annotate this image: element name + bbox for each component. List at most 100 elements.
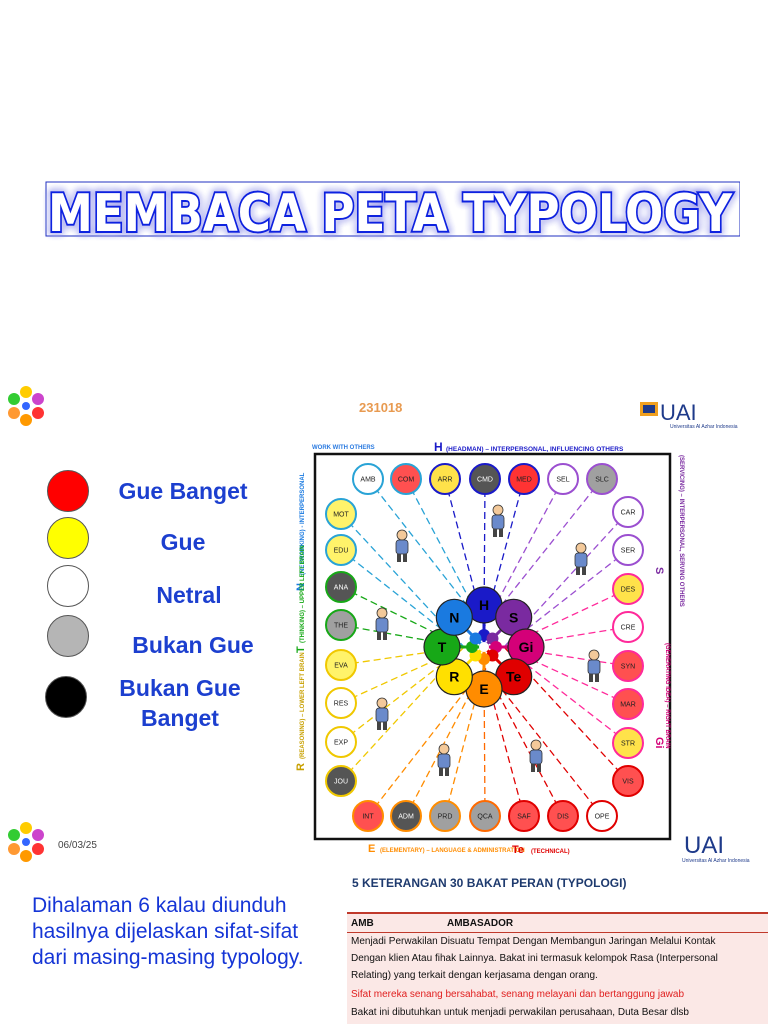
svg-text:RES: RES bbox=[334, 701, 349, 708]
svg-text:OPE: OPE bbox=[595, 814, 610, 821]
s-axis-desc: (SERVICING) – INTERPERSONAL, SERVING OTH… bbox=[678, 455, 684, 607]
svg-text:UAI: UAI bbox=[660, 400, 697, 425]
svg-text:Gi: Gi bbox=[519, 639, 534, 655]
person-illustration bbox=[437, 743, 451, 776]
legend-swatch-bukan-gue bbox=[47, 615, 89, 657]
svg-text:H: H bbox=[479, 597, 489, 613]
map-node-jou: JOU bbox=[325, 765, 357, 797]
center-node-e: E bbox=[465, 670, 503, 708]
person-illustration bbox=[587, 649, 601, 682]
svg-text:CAR: CAR bbox=[621, 510, 636, 517]
map-node-res: RES bbox=[325, 687, 357, 719]
te-axis-desc: (TECHNICAL) bbox=[531, 849, 570, 855]
person-illustration bbox=[491, 504, 505, 537]
svg-text:CRE: CRE bbox=[621, 625, 636, 632]
t-axis-letter: T bbox=[295, 646, 307, 653]
map-node-mar: MAR bbox=[612, 688, 644, 720]
gi-axis-letter: Gi bbox=[653, 737, 665, 749]
center-node-te: Te bbox=[495, 658, 533, 696]
svg-text:T: T bbox=[438, 639, 447, 655]
map-node-cmd: CMD bbox=[469, 463, 501, 495]
t-axis-desc: (THINKING) – UPPER LEFT BRAIN bbox=[300, 545, 306, 643]
map-node-the: THE bbox=[325, 609, 357, 641]
map-node-com: COM bbox=[390, 463, 422, 495]
center-node-gi: Gi bbox=[507, 628, 545, 666]
svg-text:EVA: EVA bbox=[334, 663, 348, 670]
map-node-int: INT bbox=[352, 800, 384, 832]
svg-text:SLC: SLC bbox=[595, 477, 609, 484]
svg-text:CMD: CMD bbox=[477, 477, 493, 484]
s-axis-letter: S bbox=[653, 567, 665, 574]
legend-label-bukan-gue-banget: Bukan Gue Banget bbox=[119, 675, 241, 731]
map-node-arr: ARR bbox=[429, 463, 461, 495]
te-axis-letter: Te bbox=[512, 844, 524, 856]
people-illustrations bbox=[375, 504, 601, 776]
svg-text:PRD: PRD bbox=[438, 814, 453, 821]
map-node-ope: OPE bbox=[586, 800, 618, 832]
svg-text:S: S bbox=[509, 609, 518, 625]
svg-text:MED: MED bbox=[516, 477, 532, 484]
svg-text:SEL: SEL bbox=[556, 477, 569, 484]
map-node-dis: DIS bbox=[547, 800, 579, 832]
legend-label-gue: Gue bbox=[160, 529, 206, 555]
table-code: AMB bbox=[351, 918, 374, 929]
n-axis-desc: (NETWORKING) - INTERPERSONAL bbox=[300, 472, 306, 575]
map-node-cre: CRE bbox=[612, 611, 644, 643]
r-axis-desc: (REASONING) – LOWER LEFT BRAIN bbox=[300, 652, 306, 759]
person-illustration bbox=[375, 607, 389, 640]
map-node-slc: SLC bbox=[586, 463, 618, 495]
svg-text:Universitas Al Azhar Indonesia: Universitas Al Azhar Indonesia bbox=[670, 424, 738, 430]
svg-text:ADM: ADM bbox=[398, 814, 414, 821]
person-illustration bbox=[574, 542, 588, 575]
gi-axis-desc: (GENERATING IDEA) – RIGHT BRAIN bbox=[664, 643, 670, 749]
map-node-eva: EVA bbox=[325, 649, 357, 681]
legend-label-gue-banget: Gue Banget bbox=[118, 478, 248, 504]
h-axis-desc: (HEADMAN) – INTERPERSONAL, INFLUENCING O… bbox=[446, 446, 624, 453]
svg-text:Te: Te bbox=[506, 669, 522, 685]
map-node-edu: EDU bbox=[325, 534, 357, 566]
legend-swatch-gue bbox=[47, 517, 89, 559]
map-node-prd: PRD bbox=[429, 800, 461, 832]
map-node-amb: AMB bbox=[352, 463, 384, 495]
svg-text:INT: INT bbox=[362, 814, 374, 821]
map-node-car: CAR bbox=[612, 496, 644, 528]
map-node-ser: SER bbox=[612, 534, 644, 566]
slide-date: 06/03/25 bbox=[58, 840, 97, 851]
svg-text:STR: STR bbox=[621, 741, 635, 748]
svg-text:THE: THE bbox=[334, 623, 348, 630]
svg-text:DIS: DIS bbox=[557, 814, 569, 821]
map-node-qca: QCA bbox=[469, 800, 501, 832]
svg-text:SAF: SAF bbox=[517, 814, 531, 821]
legend-swatch-gue-banget bbox=[47, 470, 89, 512]
person-illustration bbox=[375, 697, 389, 730]
r-axis-letter: R bbox=[295, 763, 307, 771]
table-line-3: Relating) yang terkait dengan kerjasama … bbox=[351, 970, 598, 981]
map-node-exp: EXP bbox=[325, 726, 357, 758]
flower-logo-icon bbox=[8, 822, 44, 862]
svg-text:R: R bbox=[449, 669, 459, 685]
table-line-2: Dengan klien Atau fihak Lainnya. Bakat i… bbox=[351, 953, 718, 964]
svg-text:UAI: UAI bbox=[684, 832, 724, 859]
svg-text:N: N bbox=[449, 609, 459, 625]
map-node-saf: SAF bbox=[508, 800, 540, 832]
table-line-1: Menjadi Perwakilan Disuatu Tempat Dengan… bbox=[351, 936, 716, 947]
uai-logo-top: UAI Universitas Al Azhar Indonesia bbox=[640, 400, 738, 430]
map-code: 231018 bbox=[359, 400, 402, 415]
svg-text:SER: SER bbox=[621, 548, 635, 555]
legend-label-netral: Netral bbox=[156, 582, 222, 608]
svg-text:VIS: VIS bbox=[622, 779, 634, 786]
svg-text:ARR: ARR bbox=[438, 477, 453, 484]
work-with-others-label: WORK WITH OTHERS bbox=[312, 445, 375, 451]
map-node-adm: ADM bbox=[390, 800, 422, 832]
map-node-str: STR bbox=[612, 727, 644, 759]
svg-text:Universitas Al Azhar Indonesia: Universitas Al Azhar Indonesia bbox=[682, 858, 750, 864]
map-node-ana: ANA bbox=[325, 571, 357, 603]
person-illustration bbox=[395, 529, 409, 562]
svg-text:DES: DES bbox=[621, 587, 636, 594]
section-heading: 5 KETERANGAN 30 BAKAT PERAN (TYPOLOGI) bbox=[352, 876, 627, 890]
svg-text:MOT: MOT bbox=[333, 512, 349, 519]
h-axis-letter: H bbox=[434, 440, 443, 454]
svg-text:JOU: JOU bbox=[334, 779, 348, 786]
legend-swatch-netral bbox=[47, 565, 89, 607]
